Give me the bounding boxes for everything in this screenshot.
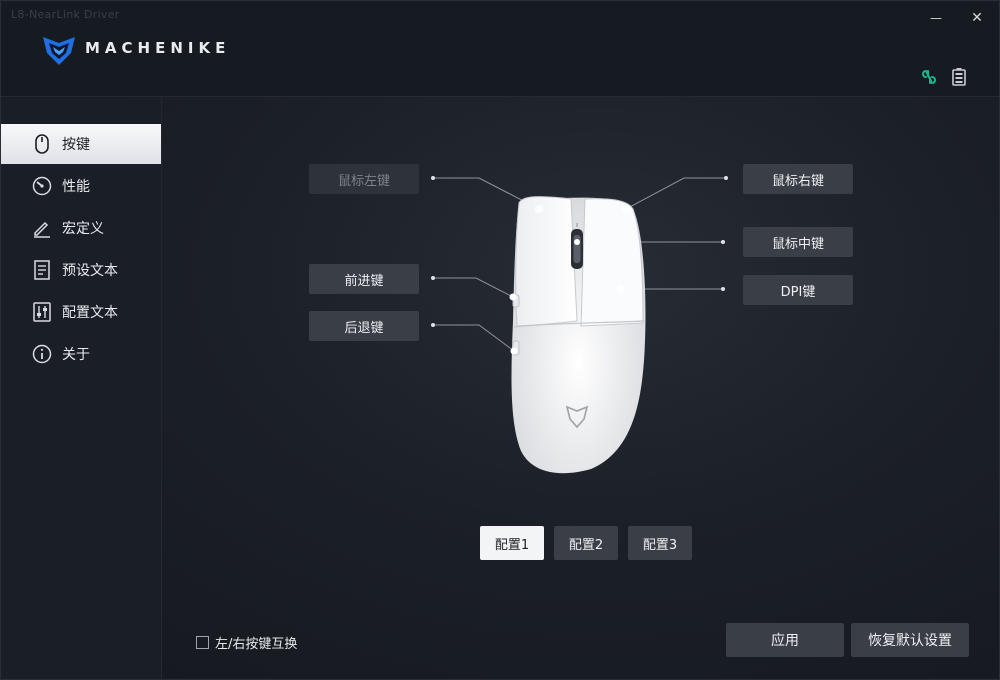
swap-buttons-option: 左/右按键互换 [196, 633, 297, 652]
sidebar-item-about[interactable]: 关于 [1, 334, 161, 374]
mouse-illustration [431, 176, 728, 474]
forward-key[interactable]: 前进键 [309, 264, 419, 294]
sidebar-item-label: 按键 [62, 137, 90, 153]
mouse-icon [31, 133, 53, 155]
sidebar-item-label: 配置文本 [62, 305, 118, 321]
battery-icon [952, 68, 966, 86]
sidebar: 按键 性能 宏定义 预设文本 配置文本 [1, 98, 162, 679]
close-button[interactable]: ✕ [963, 7, 991, 29]
restore-defaults-button[interactable]: 恢复默认设置 [851, 623, 969, 657]
sliders-icon [31, 301, 53, 323]
dpi-key[interactable]: DPI键 [743, 275, 853, 305]
apply-button[interactable]: 应用 [726, 623, 844, 657]
document-icon [31, 259, 53, 281]
swap-buttons-checkbox[interactable] [196, 636, 209, 649]
sidebar-item-label: 预设文本 [62, 263, 118, 279]
left-button-key[interactable]: 鼠标左键 [309, 164, 419, 194]
gauge-icon [31, 175, 53, 197]
swap-buttons-label: 左/右按键互换 [215, 637, 298, 652]
profile-1-button[interactable]: 配置1 [480, 526, 544, 560]
sidebar-item-config-text[interactable]: 配置文本 [1, 292, 161, 332]
middle-button-key[interactable]: 鼠标中键 [743, 227, 853, 257]
pen-icon [31, 217, 53, 239]
right-button-key[interactable]: 鼠标右键 [743, 164, 853, 194]
sidebar-item-macro[interactable]: 宏定义 [1, 208, 161, 248]
info-icon [31, 343, 53, 365]
profile-3-button[interactable]: 配置3 [628, 526, 692, 560]
back-key[interactable]: 后退键 [309, 311, 419, 341]
brand-logo-icon [43, 37, 75, 65]
title-bar: L8-NearLink Driver MACHENIKE — ✕ [1, 1, 999, 97]
sidebar-item-performance[interactable]: 性能 [1, 166, 161, 206]
sidebar-item-label: 宏定义 [62, 221, 104, 237]
minimize-icon: — [930, 11, 942, 25]
profile-2-button[interactable]: 配置2 [554, 526, 618, 560]
window-title: L8-NearLink Driver [11, 8, 120, 21]
brand-name: MACHENIKE [85, 39, 231, 57]
close-icon: ✕ [971, 10, 983, 26]
sidebar-item-keys[interactable]: 按键 [1, 124, 161, 164]
sidebar-item-preset-text[interactable]: 预设文本 [1, 250, 161, 290]
minimize-button[interactable]: — [922, 7, 950, 29]
link-icon [922, 70, 936, 84]
sidebar-item-label: 关于 [62, 347, 90, 363]
sidebar-item-label: 性能 [62, 179, 90, 195]
